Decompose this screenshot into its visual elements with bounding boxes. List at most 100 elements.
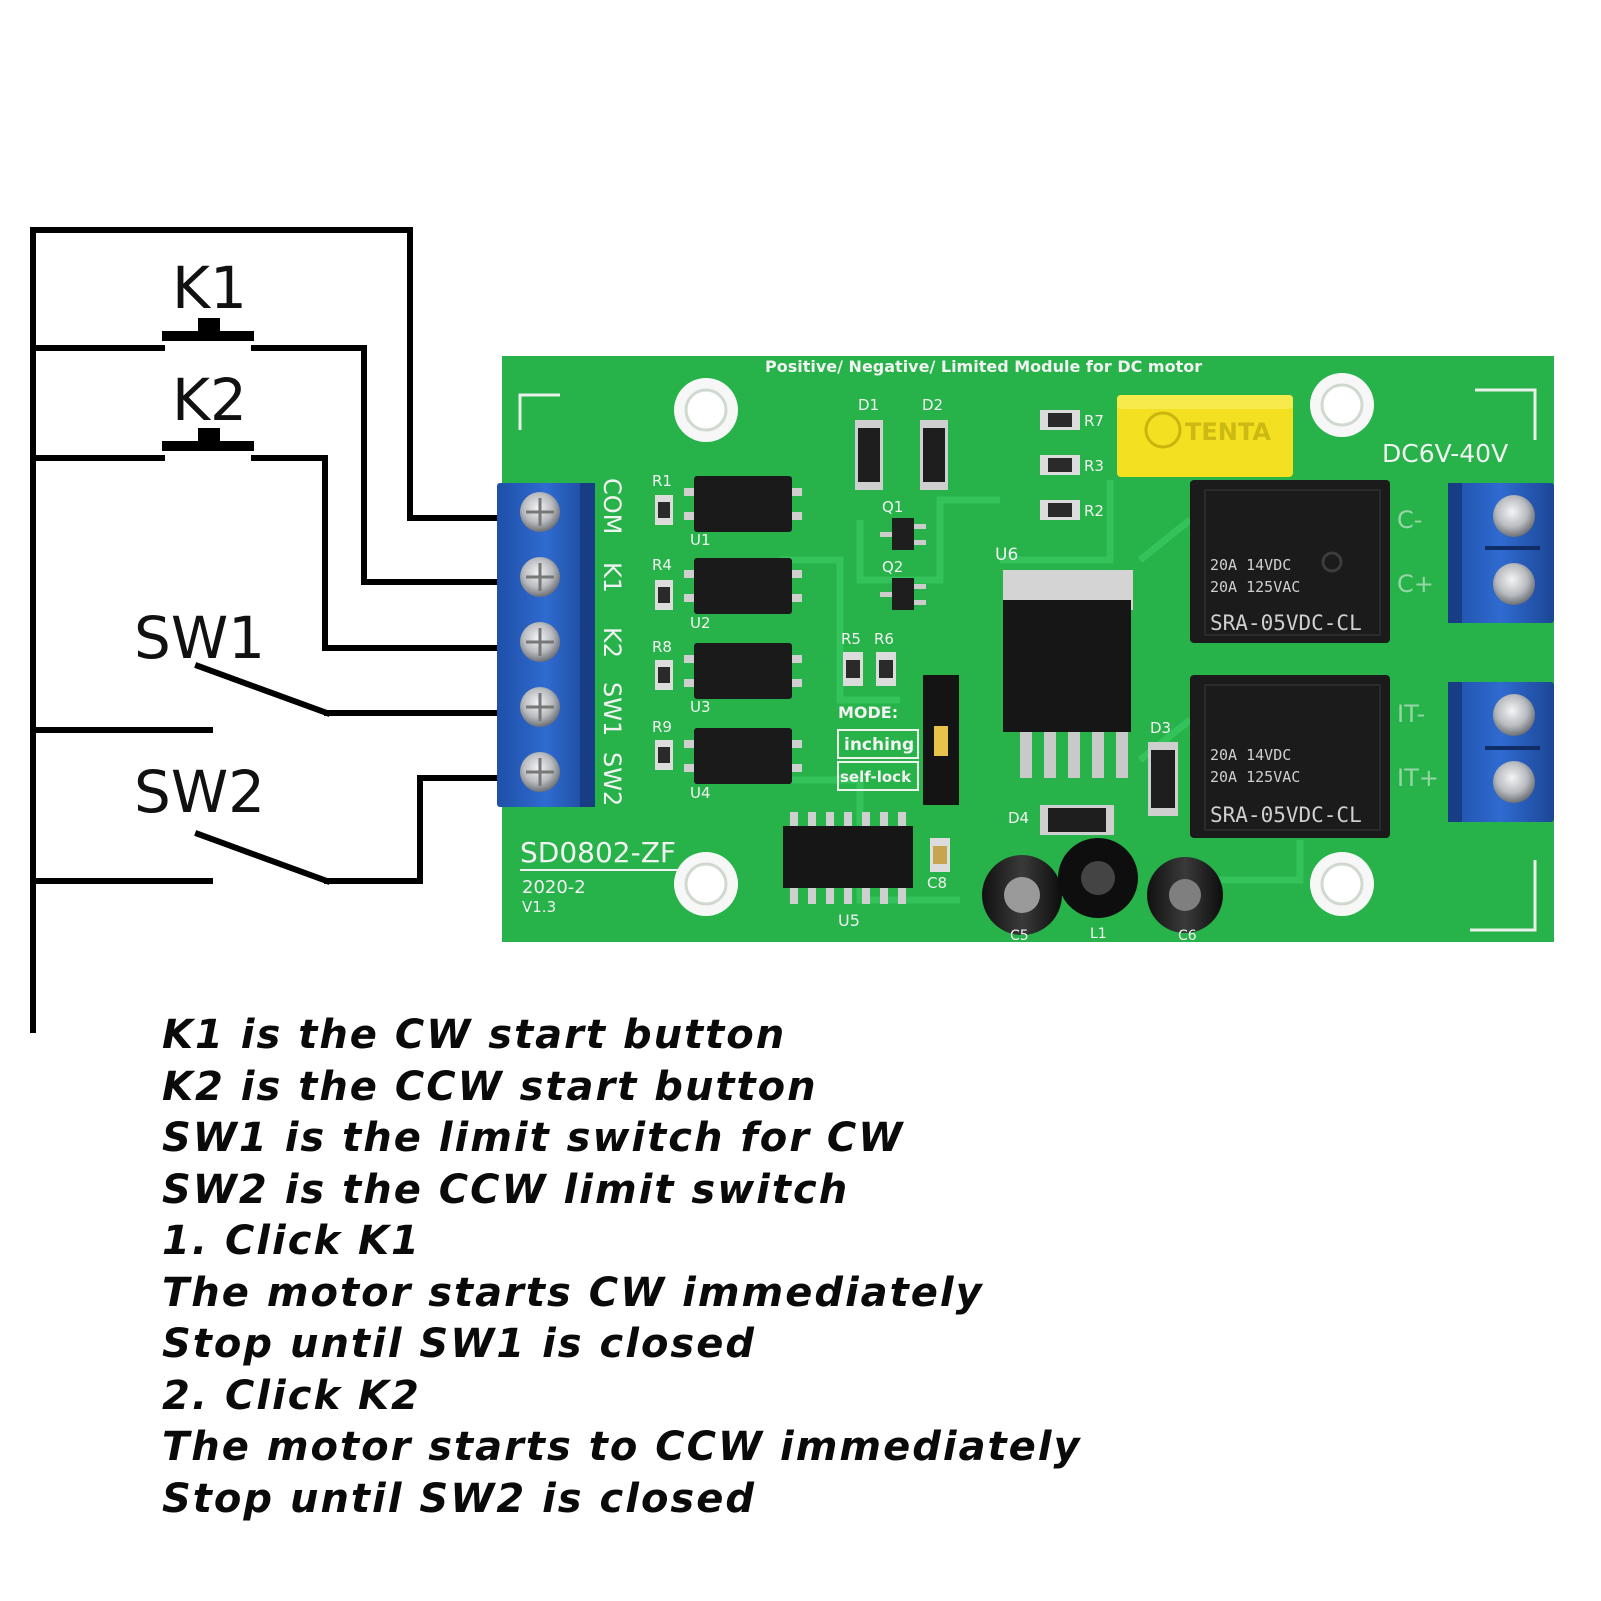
designator-c6: C6 — [1178, 928, 1197, 944]
relay-lower-rating-dc: 20A 14VDC — [1210, 746, 1291, 764]
mode-option-inching: inching — [844, 735, 914, 755]
note-line: 2. Click K2 — [162, 1372, 421, 1419]
silk-bracket-br — [1470, 860, 1537, 932]
note-line: Stop until SW2 is closed — [162, 1475, 756, 1522]
mounting-holes — [674, 373, 1374, 916]
designator-d4: D4 — [1008, 809, 1029, 827]
resistor-designators-left: R1 R4 R8 R9 — [652, 472, 672, 736]
instruction-notes: K1 is the CW start button K2 is the CCW … — [162, 1010, 1082, 1525]
designator-d3: D3 — [1150, 719, 1171, 737]
output-terminal-lower — [1448, 682, 1554, 822]
designator-r4: R4 — [652, 556, 672, 574]
note-line: K1 is the CW start button — [162, 1012, 787, 1058]
designator-r1: R1 — [652, 472, 672, 490]
capacitors-inductor — [982, 838, 1223, 935]
designator-r6: R6 — [874, 630, 894, 648]
note-line: 1. Click K1 — [162, 1218, 421, 1264]
board-title: Positive/ Negative/ Limited Module for D… — [765, 357, 1202, 376]
schematic: K1 K2 SW1 SW2 — [30, 227, 500, 1033]
pcb-board: Positive/ Negative/ Limited Module for D… — [497, 356, 1554, 944]
voltage-regulator — [1003, 570, 1133, 778]
designator-d1: D1 — [858, 396, 879, 414]
smd-resistors-mid — [843, 652, 896, 686]
sw2-label: SW2 — [134, 758, 265, 826]
designator-r8: R8 — [652, 638, 672, 656]
designator-c8: C8 — [927, 874, 947, 892]
designator-u1: U1 — [690, 531, 711, 549]
k1-right-wire — [251, 345, 500, 585]
designator-c5: C5 — [1010, 928, 1029, 944]
output-label-it-minus: IT- — [1397, 700, 1425, 728]
relay-upper-model: SRA-05VDC-CL — [1210, 611, 1362, 635]
transistors — [880, 518, 926, 610]
optocouplers — [684, 476, 802, 784]
k2-pushbutton-symbol — [162, 428, 254, 451]
yellow-fuse: TENTA — [1117, 395, 1293, 477]
note-line: SW1 is the limit switch for CW — [162, 1115, 905, 1161]
k2-right-wire — [251, 455, 500, 651]
common-rail-wire — [30, 227, 500, 1033]
designator-r9: R9 — [652, 718, 672, 736]
smd-resistors-top — [1040, 410, 1080, 520]
terminal-label-sw2: SW2 — [598, 752, 626, 806]
designator-r5: R5 — [841, 630, 861, 648]
note-line: The motor starts CW immediately — [162, 1269, 984, 1316]
k1-pushbutton-symbol — [162, 318, 254, 341]
mode-option-self-lock: self-lock — [840, 768, 912, 786]
terminal-label-sw1: SW1 — [598, 682, 626, 736]
designator-u4: U4 — [690, 784, 711, 802]
optocoupler-designators: U1 U2 U3 U4 — [690, 531, 711, 802]
terminal-labels: COM K1 K2 SW1 SW2 — [598, 478, 626, 806]
note-line: K2 is the CCW start button — [162, 1063, 818, 1110]
diodes-top — [855, 420, 948, 490]
output-labels: C- C+ IT- IT+ — [1397, 506, 1439, 792]
sw2-right-wire — [324, 775, 500, 884]
board-model: SD0802-ZF — [520, 836, 676, 869]
capacitor-c8-body — [933, 846, 947, 864]
output-label-c-plus: C+ — [1397, 570, 1434, 598]
note-line: The motor starts to CCW immediately — [162, 1424, 1082, 1470]
designator-r7: R7 — [1084, 412, 1104, 430]
designator-q1: Q1 — [882, 498, 903, 516]
silk-bracket-tl — [518, 393, 560, 430]
diodes-bottom — [1040, 742, 1178, 835]
mode-label: MODE: — [838, 703, 898, 722]
designator-u6: U6 — [995, 545, 1018, 565]
designator-u3: U3 — [690, 698, 711, 716]
output-label-c-minus: C- — [1397, 506, 1422, 534]
mode-jumper — [837, 675, 959, 805]
relay-upper-rating-ac: 20A 125VAC — [1210, 578, 1300, 596]
logic-ic — [783, 812, 913, 904]
silk-bracket-tr — [1475, 388, 1537, 440]
terminal-label-k2: K2 — [598, 627, 626, 658]
terminal-label-k1: K1 — [598, 562, 626, 593]
voltage-label: DC6V-40V — [1382, 439, 1508, 468]
designator-r3: R3 — [1084, 457, 1104, 475]
designator-u5: U5 — [838, 911, 860, 930]
note-line: SW2 is the CCW limit switch — [162, 1166, 850, 1213]
relay-lower: 20A 14VDC 20A 125VAC SRA-05VDC-CL — [1190, 675, 1390, 838]
designator-l1: L1 — [1090, 926, 1107, 942]
designator-r2: R2 — [1084, 502, 1104, 520]
relay-lower-rating-ac: 20A 125VAC — [1210, 768, 1300, 786]
k1-label: K1 — [172, 254, 247, 322]
sw1-switch-lever — [194, 662, 331, 717]
board-version: V1.3 — [522, 898, 556, 916]
note-line: Stop until SW1 is closed — [162, 1321, 756, 1367]
designator-q2: Q2 — [882, 558, 903, 576]
relay-upper-rating-dc: 20A 14VDC — [1210, 556, 1291, 574]
sw2-switch-lever — [194, 830, 331, 885]
fuse-brand: TENTA — [1185, 418, 1271, 446]
designator-u2: U2 — [690, 614, 711, 632]
k2-label: K2 — [172, 366, 247, 434]
relay-upper: 20A 14VDC 20A 125VAC SRA-05VDC-CL — [1190, 480, 1390, 643]
sw1-label: SW1 — [134, 604, 265, 672]
smd-resistors-left — [655, 495, 673, 770]
designator-d2: D2 — [922, 396, 943, 414]
resistor-designators-top: R7 R3 R2 — [1084, 412, 1104, 520]
input-terminal-block — [497, 483, 595, 807]
terminal-label-com: COM — [598, 478, 626, 534]
output-terminal-upper — [1448, 483, 1554, 623]
relay-lower-model: SRA-05VDC-CL — [1210, 803, 1362, 827]
